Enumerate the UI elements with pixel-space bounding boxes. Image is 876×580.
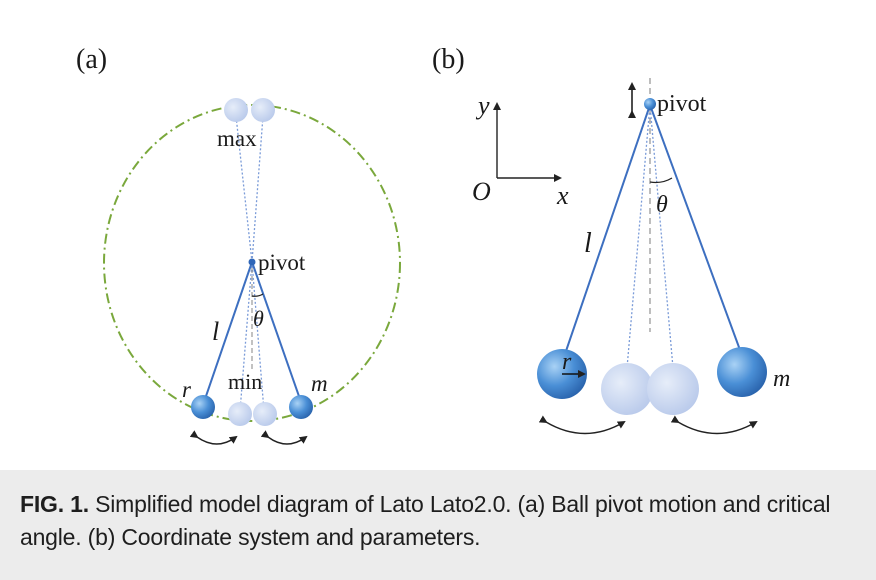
swing-arrow-left-b	[538, 415, 626, 435]
string-to-min-left	[239, 261, 253, 412]
panel-b: (b) y O x pivot θ l r m	[432, 44, 790, 435]
figure-diagram: (a) max pivot θ l min r m	[76, 44, 790, 445]
string-left	[203, 261, 253, 403]
length-label: l	[212, 317, 219, 346]
ball-right	[289, 395, 313, 419]
origin-label: O	[472, 177, 491, 206]
pivot-point-b	[644, 98, 656, 110]
theta-arc	[251, 293, 264, 297]
pivot-label-b: pivot	[657, 91, 707, 117]
theta-label: θ	[253, 306, 264, 331]
min-label: min	[228, 369, 262, 394]
ball-left	[191, 395, 215, 419]
theta-arc-b	[649, 177, 673, 184]
length-label-b: l	[584, 228, 592, 259]
caption-lead: FIG. 1.	[20, 491, 89, 517]
string-faded-right	[649, 104, 674, 369]
ball-max-right	[251, 98, 275, 122]
orbit-path	[103, 104, 401, 422]
mass-label: m	[311, 371, 328, 396]
pivot-label: pivot	[258, 250, 306, 275]
radius-label-b: r	[562, 349, 572, 375]
swing-arrow-right-b	[670, 415, 758, 435]
string-right	[251, 261, 302, 403]
string-to-max-left	[235, 115, 253, 263]
string-to-min-right	[251, 261, 265, 412]
ball-faded-right	[647, 363, 699, 415]
swing-arrow-right	[260, 430, 308, 445]
ball-right-b	[717, 347, 767, 397]
string-left-b	[564, 104, 651, 355]
panel-b-label: (b)	[432, 44, 465, 75]
ball-min-right	[253, 402, 277, 426]
radius-label: r	[182, 377, 192, 402]
max-label: max	[217, 126, 257, 151]
swing-arrow-left	[189, 430, 238, 445]
figure-caption: FIG. 1. Simplified model diagram of Lato…	[0, 470, 876, 580]
panel-a-label: (a)	[76, 44, 107, 75]
y-axis-label: y	[475, 91, 490, 120]
panel-a: (a) max pivot θ l min r m	[76, 44, 401, 445]
caption-text: Simplified model diagram of Lato Lato2.0…	[20, 491, 831, 550]
string-to-max-right	[251, 115, 264, 263]
ball-max-left	[224, 98, 248, 122]
pivot-point	[248, 258, 256, 266]
theta-label-b: θ	[656, 192, 668, 218]
ball-min-left	[228, 402, 252, 426]
string-right-b	[649, 104, 741, 351]
mass-label-b: m	[773, 366, 790, 392]
ball-faded-left	[601, 363, 653, 415]
string-faded-left	[626, 104, 651, 369]
x-axis-label: x	[556, 181, 569, 210]
